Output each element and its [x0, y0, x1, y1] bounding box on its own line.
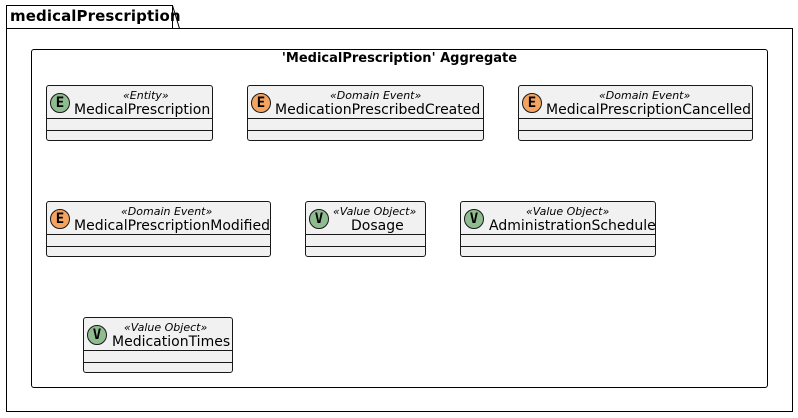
value-object-badge-icon: V	[464, 209, 484, 229]
attributes-divider	[519, 118, 752, 119]
methods-divider	[306, 246, 425, 247]
class-name: MedicalPrescription	[74, 102, 211, 118]
package-tab-corner	[172, 5, 180, 29]
methods-divider	[47, 246, 270, 247]
value-object-badge-icon: V	[309, 209, 329, 229]
attributes-divider	[306, 234, 425, 235]
package-name: medicalPrescription	[10, 7, 181, 25]
domain-event-badge-icon: E	[50, 209, 70, 229]
class-medical-prescription-modified[interactable]: E «Domain Event» MedicalPrescriptionModi…	[46, 201, 271, 257]
class-name: MedicationPrescribedCreated	[275, 102, 481, 118]
aggregate-frame	[31, 49, 768, 388]
attributes-divider	[47, 234, 270, 235]
class-stereotype: «Domain Event»	[599, 89, 691, 102]
class-name: Dosage	[351, 218, 404, 234]
class-dosage[interactable]: V «Value Object» Dosage	[305, 201, 426, 257]
class-stereotype: «Entity»	[123, 89, 169, 102]
attributes-divider	[84, 350, 232, 351]
class-administration-schedule[interactable]: V «Value Object» AdministrationSchedule	[460, 201, 656, 257]
value-object-badge-icon: V	[87, 325, 107, 345]
methods-divider	[519, 130, 752, 131]
entity-badge-icon: E	[50, 93, 70, 113]
methods-divider	[84, 362, 232, 363]
class-medical-prescription-cancelled[interactable]: E «Domain Event» MedicalPrescriptionCanc…	[518, 85, 753, 141]
class-stereotype: «Domain Event»	[330, 89, 422, 102]
methods-divider	[47, 130, 212, 131]
domain-event-badge-icon: E	[251, 93, 271, 113]
class-stereotype: «Value Object»	[333, 205, 417, 218]
attributes-divider	[248, 118, 483, 119]
class-stereotype: «Value Object»	[526, 205, 610, 218]
class-name: MedicalPrescriptionModified	[74, 218, 270, 234]
class-medication-times[interactable]: V «Value Object» MedicationTimes	[83, 317, 233, 373]
package-frame	[6, 28, 793, 412]
class-name: MedicalPrescriptionCancelled	[546, 102, 752, 118]
aggregate-title: 'MedicalPrescription' Aggregate	[281, 51, 518, 66]
package-tab	[6, 5, 173, 28]
class-stereotype: «Value Object»	[124, 321, 208, 334]
class-name: AdministrationSchedule	[489, 218, 656, 234]
class-medical-prescription[interactable]: E «Entity» MedicalPrescription	[46, 85, 213, 141]
attributes-divider	[461, 234, 655, 235]
domain-event-badge-icon: E	[522, 93, 542, 113]
class-name: MedicationTimes	[112, 334, 231, 350]
class-stereotype: «Domain Event»	[121, 205, 213, 218]
class-medication-prescribed-created[interactable]: E «Domain Event» MedicationPrescribedCre…	[247, 85, 484, 141]
attributes-divider	[47, 118, 212, 119]
methods-divider	[248, 130, 483, 131]
methods-divider	[461, 246, 655, 247]
